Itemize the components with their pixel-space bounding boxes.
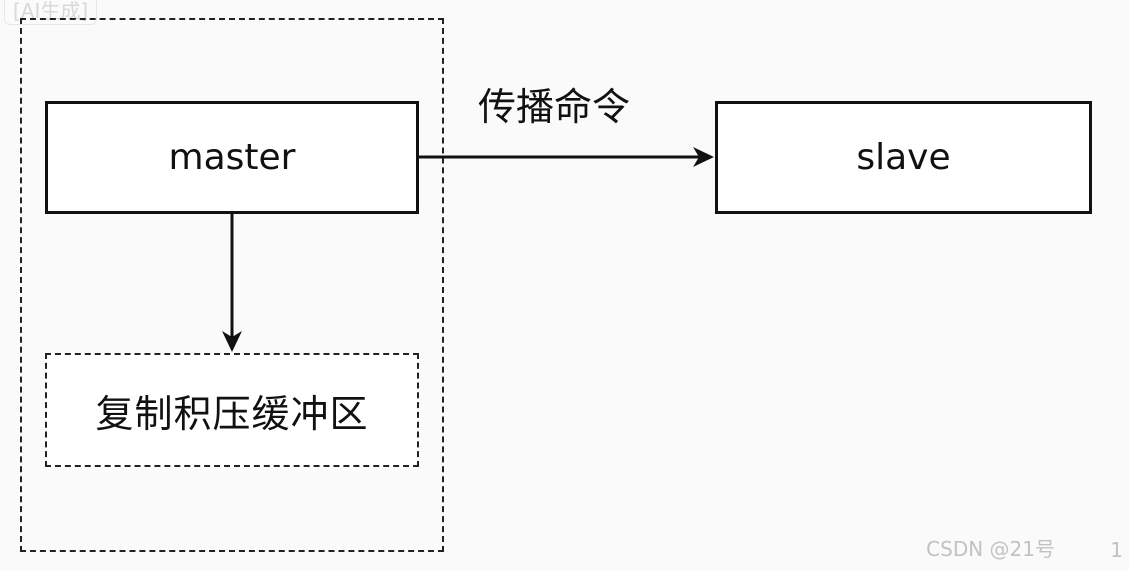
slave-label: slave <box>856 137 951 178</box>
master-label: master <box>168 137 296 178</box>
propagate-command-label: 传播命令 <box>478 85 631 129</box>
master-node: master <box>45 101 419 214</box>
master-server-group <box>20 18 444 552</box>
slave-node: slave <box>715 101 1092 214</box>
master-to-buffer-arrow <box>222 214 242 352</box>
master-to-slave-arrow <box>419 147 714 167</box>
replication-backlog-node: 复制积压缓冲区 <box>45 353 419 467</box>
replication-backlog-label: 复制积压缓冲区 <box>95 391 369 436</box>
csdn-watermark: CSDN @21号 <box>926 537 1055 561</box>
page-number: 1 <box>1110 538 1123 562</box>
ai-generated-badge: [AI生成] <box>4 0 98 25</box>
